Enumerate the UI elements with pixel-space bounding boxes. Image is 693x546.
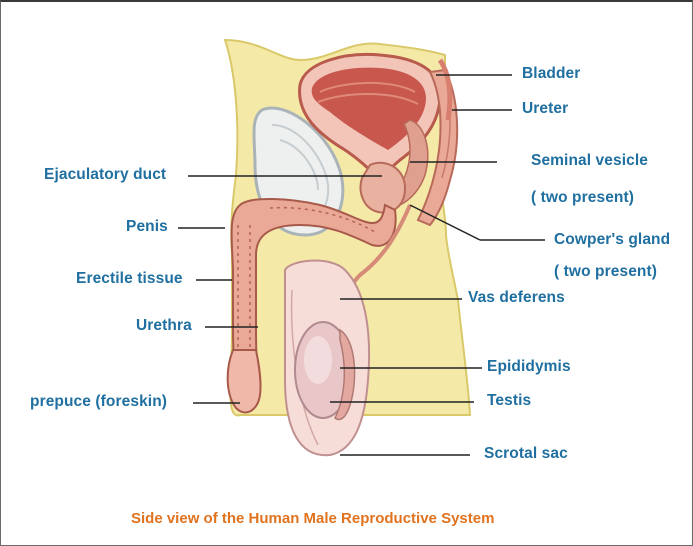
label-seminal-vesicle-note: ( two present) [531,189,634,207]
label-testis: Testis [487,392,531,410]
diagram-caption: Side view of the Human Male Reproductive… [131,510,494,527]
label-bladder: Bladder [522,65,580,83]
label-vas-deferens: Vas deferens [468,289,565,307]
label-prepuce: prepuce (foreskin) [30,393,167,411]
label-urethra: Urethra [136,317,192,335]
label-cowpers-gland: Cowper's gland [554,231,670,249]
label-ejaculatory-duct: Ejaculatory duct [44,166,166,184]
label-erectile-tissue: Erectile tissue [76,270,183,288]
label-epididymis: Epididymis [487,358,571,376]
prostate [361,163,405,213]
label-seminal-vesicle: Seminal vesicle [531,152,648,170]
label-cowpers-gland-note: ( two present) [554,263,657,281]
label-penis: Penis [126,218,168,236]
label-ureter: Ureter [522,100,568,118]
label-scrotal-sac: Scrotal sac [484,445,568,463]
